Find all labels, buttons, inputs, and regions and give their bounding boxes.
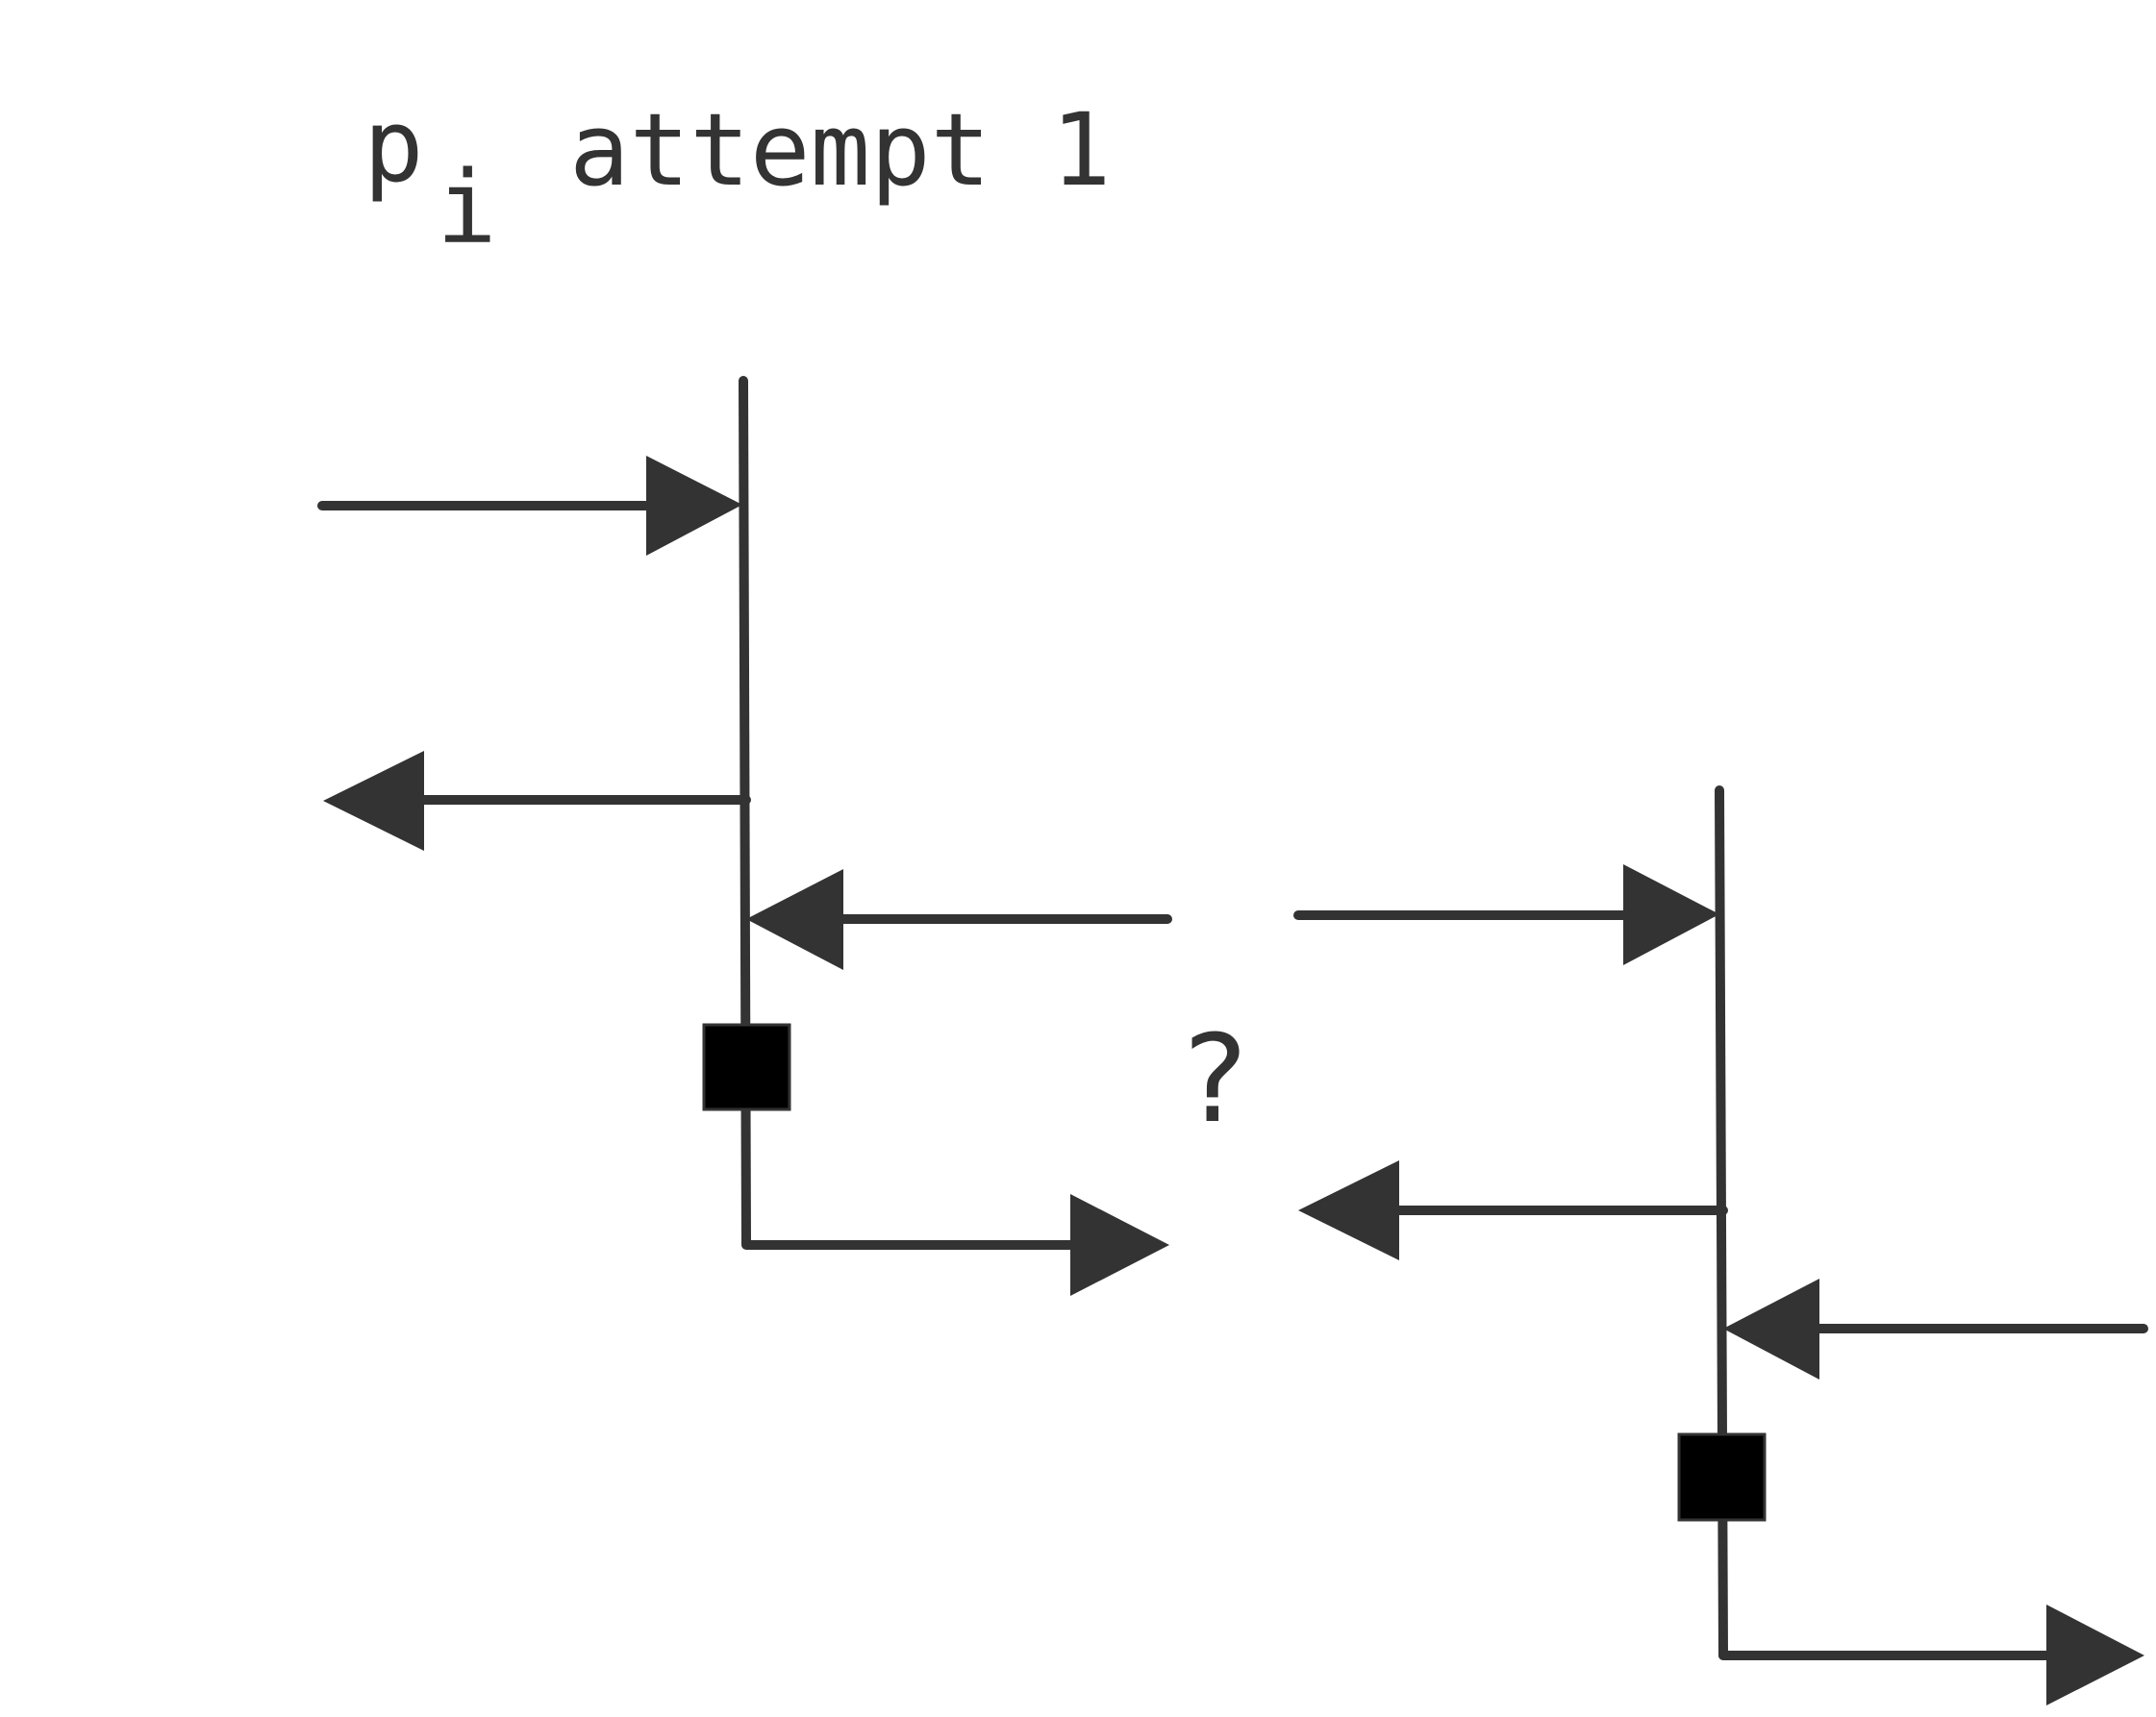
right-timeline <box>1715 785 1728 1660</box>
title-subscript: i <box>437 149 497 266</box>
right-outgoing-arrow-right <box>1718 1605 2144 1705</box>
left-outgoing-arrow-left <box>323 751 751 851</box>
right-process <box>1293 785 2148 1705</box>
right-outgoing-arrow-left <box>1298 1160 1728 1260</box>
right-block <box>1677 1432 1767 1522</box>
left-outgoing-arrow-right <box>741 1194 1169 1296</box>
right-incoming-arrow-1 <box>1293 864 1719 965</box>
left-process <box>317 376 1172 1296</box>
right-incoming-arrow-2 <box>1723 1279 2148 1380</box>
unknown-mark: ? <box>1184 1008 1248 1150</box>
title-base: p <box>364 87 424 205</box>
title-rest: attempt 1 <box>569 91 1112 209</box>
left-block <box>702 1023 791 1111</box>
left-timeline <box>739 376 751 1249</box>
left-incoming-arrow-2 <box>746 869 1172 970</box>
left-incoming-arrow-1 <box>317 456 742 556</box>
